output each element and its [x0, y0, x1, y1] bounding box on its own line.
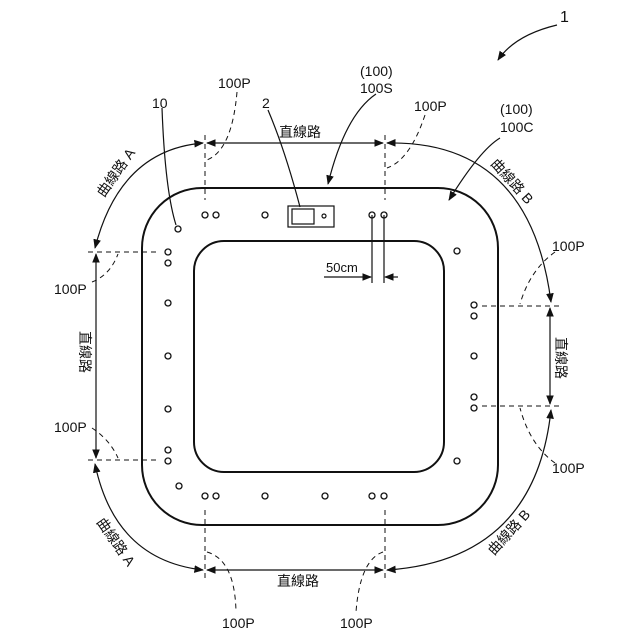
- ref-10-label: 10: [152, 95, 168, 111]
- marker-dot: [176, 483, 182, 489]
- curve-b-arrow-top: [387, 143, 551, 302]
- straight-label-left: 直線路: [77, 331, 93, 373]
- leader-100p-top-right: [387, 115, 425, 168]
- boundary-label-top-right: 100P: [414, 98, 447, 114]
- inner-track-edge: [194, 241, 444, 472]
- marker-dot: [165, 406, 171, 412]
- marker-dot: [471, 353, 477, 359]
- ref-100c-group-label: (100): [500, 101, 533, 117]
- marker-dot: [213, 212, 219, 218]
- marker-dot: [454, 248, 460, 254]
- marker-dot: [381, 493, 387, 499]
- marker-dot: [202, 212, 208, 218]
- curve-a-arrow-top: [95, 143, 203, 248]
- marker-dot: [165, 447, 171, 453]
- leader-100p-top-left: [207, 92, 237, 160]
- marker-dot: [262, 493, 268, 499]
- vehicle-inner: [292, 209, 314, 224]
- marker-dot: [471, 405, 477, 411]
- curve-a-label-top: 曲線路 A: [93, 145, 138, 200]
- straight-label-top: 直線路: [279, 124, 321, 140]
- curve-b-label-bottom: 曲線路 B: [484, 506, 533, 558]
- boundary-label-left-top: 100P: [54, 281, 87, 297]
- marker-dot: [165, 249, 171, 255]
- boundary-label-right-bottom: 100P: [552, 460, 585, 476]
- ref-100s-group-label: (100): [360, 63, 393, 79]
- boundary-label-right-top: 100P: [552, 238, 585, 254]
- marker-dot: [165, 300, 171, 306]
- marker-dot: [165, 458, 171, 464]
- boundary-label-bottom-right: 100P: [340, 615, 373, 631]
- marker-dot: [454, 458, 460, 464]
- leader-100p-bottom-right: [356, 552, 383, 612]
- leader-ref-10: [162, 108, 176, 225]
- straight-label-right: 直線路: [553, 337, 569, 379]
- marker-dot: [322, 493, 328, 499]
- marker-dot: [471, 302, 477, 308]
- dimension-50cm-label: 50cm: [326, 260, 358, 275]
- marker-dot: [175, 226, 181, 232]
- vehicle-sensor-icon: [322, 214, 326, 218]
- straight-label-bottom: 直線路: [277, 573, 319, 589]
- curve-a-arrow-bottom: [95, 464, 203, 570]
- curve-b-label-top: 曲線路 B: [488, 155, 537, 207]
- marker-dot: [471, 313, 477, 319]
- boundary-label-top-left: 100P: [218, 75, 251, 91]
- curve-a-label-bottom: 曲線路 A: [94, 515, 139, 570]
- marker-dots: [165, 212, 477, 499]
- marker-dot: [369, 493, 375, 499]
- marker-dot: [471, 394, 477, 400]
- marker-dot: [213, 493, 219, 499]
- boundary-label-left-bottom: 100P: [54, 419, 87, 435]
- curve-b-arrow-bottom: [387, 410, 551, 570]
- marker-dot: [262, 212, 268, 218]
- marker-dot: [165, 260, 171, 266]
- figure-number: 1: [560, 9, 569, 26]
- leader-ref-100s: [328, 94, 376, 184]
- leader-ref-1: [498, 25, 557, 60]
- ref-100c-label: 100C: [500, 119, 533, 135]
- marker-dot: [202, 493, 208, 499]
- ref-100s-label: 100S: [360, 80, 393, 96]
- leader-100p-bottom-left: [207, 552, 236, 612]
- ref-2-label: 2: [262, 95, 270, 111]
- boundary-label-bottom-left: 100P: [222, 615, 255, 631]
- marker-dot: [165, 353, 171, 359]
